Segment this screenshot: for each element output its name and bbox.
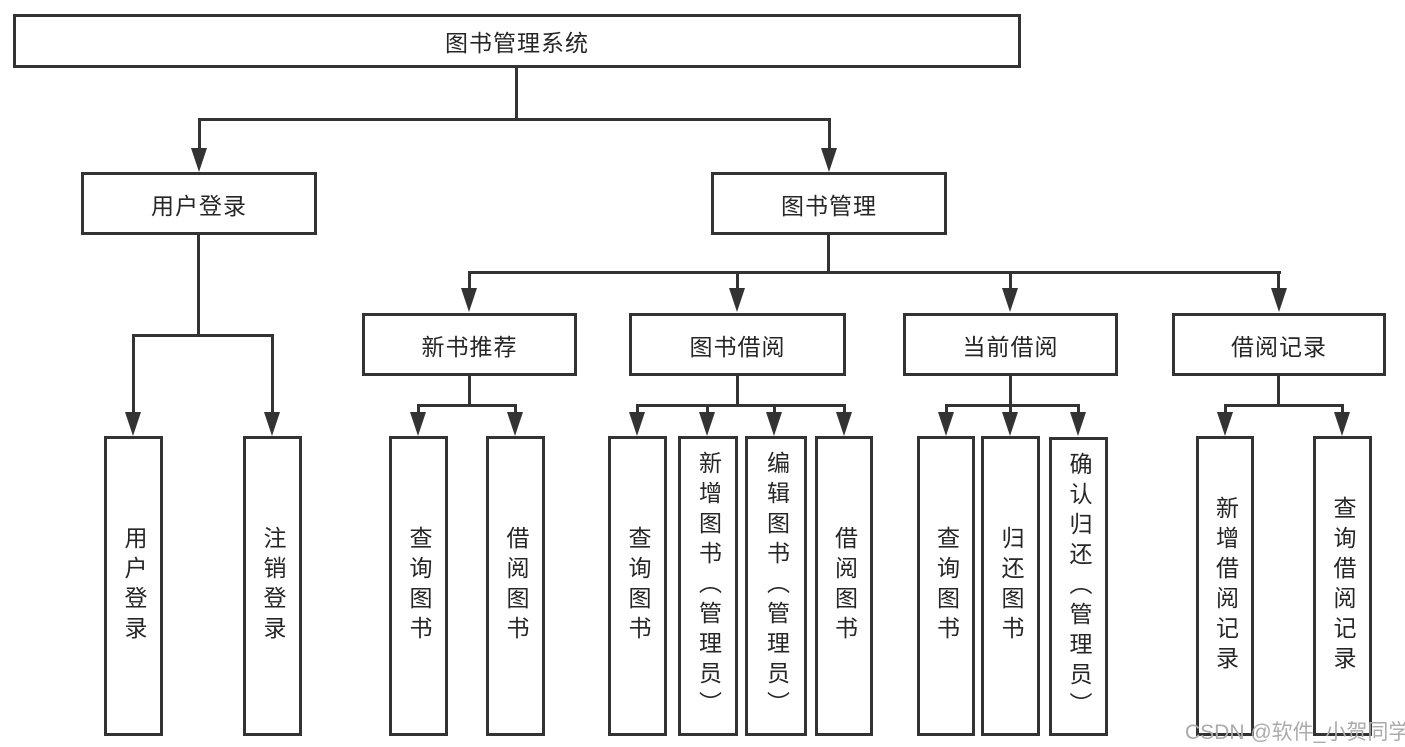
arrow-down-icon bbox=[629, 412, 645, 436]
connector-user-login-stem bbox=[197, 234, 200, 337]
leaf-borrow-books-borrow: 借阅图书 bbox=[815, 436, 873, 736]
connector-book-borrow-bar bbox=[636, 404, 846, 407]
connector-root-stem bbox=[515, 68, 518, 121]
connector-current-borrow-bar bbox=[945, 404, 1080, 407]
connector-drop bbox=[417, 404, 420, 414]
arrow-down-icon bbox=[125, 412, 141, 436]
node-book-mgmt-label: 图书管理 bbox=[781, 192, 877, 219]
leaf-query-books-newbooks: 查询图书 bbox=[389, 436, 448, 736]
leaf-query-borrow-record: 查询借阅记录 bbox=[1313, 436, 1372, 736]
node-book-mgmt: 图书管理 bbox=[711, 172, 947, 235]
arrow-down-icon bbox=[766, 412, 782, 436]
leaf-query-books-current: 查询图书 bbox=[917, 436, 975, 736]
node-user-login: 用户登录 bbox=[81, 172, 317, 235]
leaf-label: 新增借阅记录 bbox=[1212, 496, 1239, 676]
arrow-down-icon bbox=[1070, 412, 1086, 436]
connector-drop-user-login bbox=[198, 118, 201, 150]
leaf-edit-book-admin: 编辑图书（管理员） bbox=[745, 436, 807, 736]
leaf-return-books: 归还图书 bbox=[981, 436, 1040, 736]
leaf-label: 确认归还（管理员） bbox=[1066, 451, 1092, 722]
node-new-books-label: 新书推荐 bbox=[421, 333, 518, 360]
leaf-label: 归还图书 bbox=[998, 526, 1024, 646]
leaf-logout: 注销登录 bbox=[243, 436, 302, 736]
leaf-add-book-admin: 新增图书（管理员） bbox=[678, 436, 738, 736]
arrow-down-icon bbox=[938, 412, 954, 436]
connector-drop bbox=[1009, 404, 1012, 414]
arrow-down-icon bbox=[264, 412, 280, 436]
node-book-borrow: 图书借阅 bbox=[629, 313, 846, 376]
arrow-down-icon bbox=[1002, 288, 1018, 312]
connector-drop bbox=[1224, 404, 1227, 414]
node-root: 图书管理系统 bbox=[13, 14, 1021, 68]
leaf-label: 注销登录 bbox=[260, 526, 286, 646]
connector-current-borrow-stem bbox=[1009, 375, 1012, 406]
node-current-borrow-label: 当前借阅 bbox=[962, 333, 1059, 360]
connector-new-books-stem bbox=[468, 375, 471, 406]
leaf-label: 借阅图书 bbox=[831, 526, 858, 646]
connector-drop bbox=[514, 404, 517, 414]
node-root-label: 图书管理系统 bbox=[445, 30, 589, 56]
node-borrow-records-label: 借阅记录 bbox=[1231, 333, 1327, 360]
connector-drop-book-borrow bbox=[736, 271, 739, 290]
arrow-down-icon bbox=[836, 412, 852, 436]
connector-drop-book-mgmt bbox=[828, 118, 831, 150]
node-book-borrow-label: 图书借阅 bbox=[689, 333, 786, 360]
arrow-down-icon bbox=[410, 412, 426, 436]
leaf-label: 查询图书 bbox=[406, 526, 432, 646]
leaf-label: 新增图书（管理员） bbox=[695, 451, 722, 721]
arrow-down-icon bbox=[729, 288, 745, 312]
leaf-add-borrow-record: 新增借阅记录 bbox=[1196, 436, 1254, 736]
arrow-down-icon bbox=[507, 412, 523, 436]
connector-new-books-bar bbox=[417, 404, 517, 407]
node-user-login-label: 用户登录 bbox=[151, 192, 247, 219]
connector-drop bbox=[706, 404, 709, 414]
connector-drop bbox=[636, 404, 639, 414]
leaf-borrow-books-newbooks: 借阅图书 bbox=[486, 436, 545, 736]
csdn-watermark: CSDN @软件_小贺同学 bbox=[1185, 721, 1405, 744]
arrow-down-icon bbox=[191, 148, 207, 172]
leaf-label: 编辑图书（管理员） bbox=[763, 451, 790, 721]
leaf-confirm-return-admin: 确认归还（管理员） bbox=[1049, 437, 1108, 736]
connector-drop bbox=[1077, 404, 1080, 414]
leaf-label: 查询图书 bbox=[625, 526, 651, 646]
connector-borrow-records-stem bbox=[1277, 375, 1280, 406]
connector-level1-bar bbox=[198, 118, 831, 121]
leaf-label: 用户登录 bbox=[121, 526, 147, 646]
arrow-down-icon bbox=[1334, 412, 1350, 436]
connector-drop bbox=[1341, 404, 1344, 414]
connector-drop bbox=[773, 404, 776, 414]
connector-drop bbox=[945, 404, 948, 414]
leaf-label: 查询图书 bbox=[933, 526, 960, 646]
connector-drop bbox=[843, 404, 846, 414]
connector-user-login-bar bbox=[132, 334, 274, 337]
connector-book-borrow-stem bbox=[736, 375, 739, 406]
leaf-label: 查询借阅记录 bbox=[1330, 496, 1356, 676]
connector-drop-leaf-login bbox=[132, 334, 135, 414]
arrow-down-icon bbox=[1271, 288, 1287, 312]
connector-drop-new-books bbox=[468, 271, 471, 290]
connector-borrow-records-bar bbox=[1224, 404, 1344, 407]
node-new-books: 新书推荐 bbox=[362, 313, 577, 376]
leaf-query-books-borrow: 查询图书 bbox=[608, 436, 667, 736]
leaf-user-login: 用户登录 bbox=[104, 436, 163, 736]
arrow-down-icon bbox=[1217, 412, 1233, 436]
connector-drop-borrow-records bbox=[1277, 271, 1280, 290]
arrow-down-icon bbox=[1002, 412, 1018, 436]
arrow-down-icon bbox=[461, 288, 477, 312]
node-current-borrow: 当前借阅 bbox=[903, 313, 1118, 376]
arrow-down-icon bbox=[821, 148, 837, 172]
node-borrow-records: 借阅记录 bbox=[1172, 313, 1386, 376]
connector-drop-current-borrow bbox=[1009, 271, 1012, 290]
leaf-label: 借阅图书 bbox=[503, 526, 529, 646]
connector-book-mgmt-stem bbox=[827, 234, 830, 274]
connector-level2-bar bbox=[468, 271, 1281, 274]
connector-drop-leaf-logout bbox=[271, 334, 274, 414]
arrow-down-icon bbox=[699, 412, 715, 436]
